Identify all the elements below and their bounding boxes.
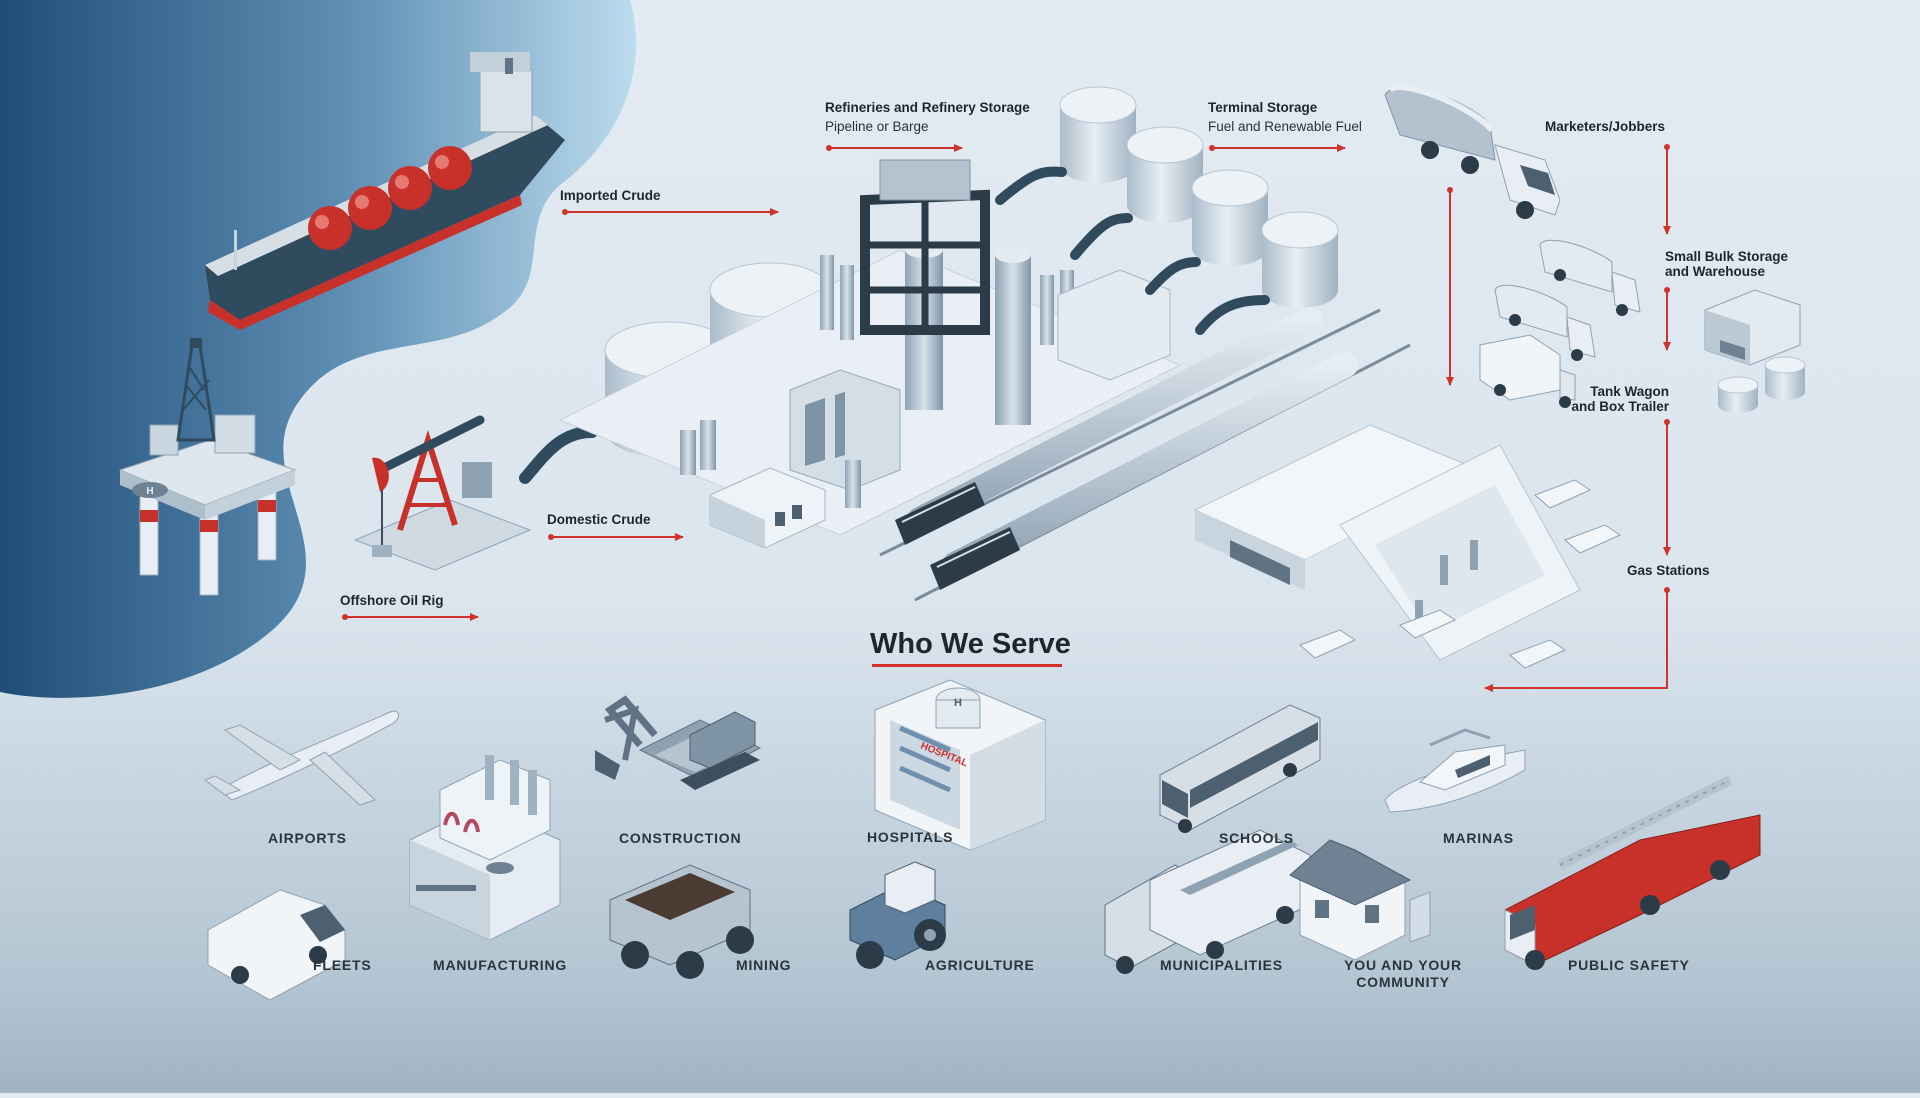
pipe bbox=[1195, 295, 1270, 335]
category-fleets: FLEETS bbox=[313, 957, 372, 973]
category-community-1: YOU AND YOUR bbox=[1344, 957, 1462, 973]
sea-area bbox=[0, 0, 637, 698]
label-refineries: Refineries and Refinery Storage bbox=[825, 100, 1030, 115]
label-gas-stations: Gas Stations bbox=[1627, 563, 1710, 578]
van-icon bbox=[207, 889, 346, 1001]
tanker-truck-icon bbox=[1384, 84, 1561, 219]
factory-icon bbox=[409, 755, 561, 941]
category-marinas: MARINAS bbox=[1443, 830, 1514, 846]
label-pipeline-or-barge: Pipeline or Barge bbox=[825, 119, 929, 134]
label-tank-wagon-2: and Box Trailer bbox=[1571, 399, 1669, 414]
fire-truck-icon bbox=[1504, 775, 1761, 970]
category-municipalities: MUNICIPALITIES bbox=[1160, 957, 1283, 973]
excavator-icon bbox=[595, 695, 762, 790]
arrow-gas-to-serve bbox=[1484, 590, 1668, 692]
title-underline bbox=[872, 664, 1062, 667]
box-truck-icon bbox=[1479, 334, 1576, 408]
tanker-ship-icon bbox=[205, 52, 565, 330]
label-domestic-crude: Domestic Crude bbox=[547, 512, 651, 527]
gas-station-icon bbox=[1193, 424, 1581, 661]
label-fuel-renewable: Fuel and Renewable Fuel bbox=[1208, 119, 1362, 134]
helipad-mark: H bbox=[146, 486, 153, 497]
tanker-truck-icon bbox=[1494, 239, 1641, 361]
category-agriculture: AGRICULTURE bbox=[925, 957, 1035, 973]
category-mining: MINING bbox=[736, 957, 792, 973]
category-hospitals: HOSPITALS bbox=[867, 829, 954, 845]
car-icons bbox=[1299, 479, 1622, 669]
refinery-icon bbox=[680, 159, 1171, 508]
pipe bbox=[995, 166, 1067, 205]
flow-arrows bbox=[342, 144, 1671, 692]
label-imported-crude: Imported Crude bbox=[560, 188, 661, 203]
helipad-mark: H bbox=[954, 697, 962, 709]
pipe bbox=[1145, 257, 1201, 295]
category-schools: SCHOOLS bbox=[1219, 830, 1294, 846]
airplane-icon bbox=[203, 710, 399, 806]
warehouse-icon bbox=[709, 467, 826, 549]
pipe bbox=[519, 426, 598, 484]
label-marketers-jobbers: Marketers/Jobbers bbox=[1545, 119, 1666, 134]
hospital-icon: H HOSPITAL bbox=[874, 679, 1046, 851]
bus-icon bbox=[1159, 704, 1321, 833]
tractor-icon bbox=[849, 861, 946, 969]
label-small-bulk-1: Small Bulk Storage bbox=[1665, 249, 1789, 264]
label-small-bulk-2: and Warehouse bbox=[1665, 264, 1766, 279]
pumpjack-icon bbox=[353, 415, 532, 571]
terminal-tanks bbox=[1059, 86, 1339, 308]
who-we-serve-title: Who We Serve bbox=[870, 628, 1071, 660]
label-tank-wagon-1: Tank Wagon bbox=[1590, 384, 1669, 399]
label-offshore-oil-rig: Offshore Oil Rig bbox=[340, 593, 444, 608]
house-icon bbox=[1289, 839, 1431, 961]
category-manufacturing: MANUFACTURING bbox=[433, 957, 568, 973]
offshore-rig-icon: H bbox=[118, 338, 297, 596]
category-airports: AIRPORTS bbox=[268, 830, 347, 846]
category-construction: CONSTRUCTION bbox=[619, 830, 742, 846]
pipe bbox=[1070, 213, 1133, 260]
label-terminal-storage: Terminal Storage bbox=[1208, 100, 1318, 115]
warehouse-icon bbox=[1704, 289, 1806, 413]
garbage-truck-icon bbox=[1104, 829, 1311, 974]
dump-truck-icon bbox=[609, 864, 754, 979]
category-community-2: COMMUNITY bbox=[1356, 974, 1450, 990]
category-public-safety: PUBLIC SAFETY bbox=[1568, 957, 1690, 973]
train-icon bbox=[879, 307, 1411, 602]
boat-icon bbox=[1384, 728, 1526, 813]
